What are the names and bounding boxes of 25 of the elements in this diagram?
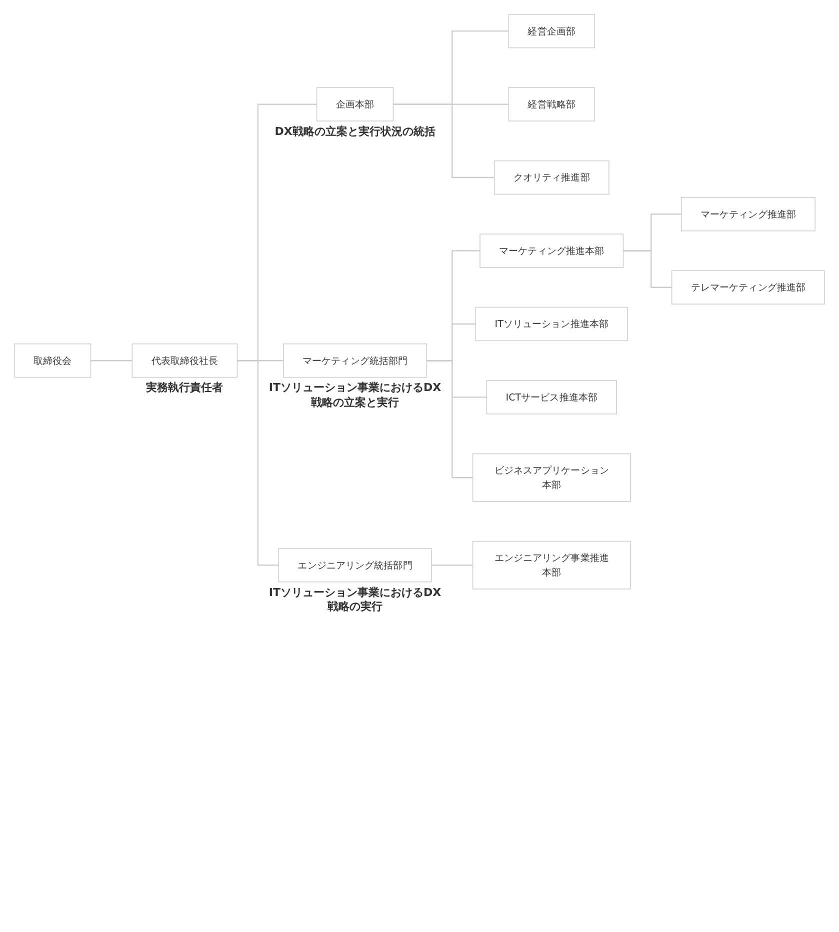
node-box: ITソリューション推進本部 [475,306,628,342]
node-box: 代表取締役社長 [132,343,238,378]
connector [426,360,473,478]
node-box: ビジネスアプリケーション本部 [472,453,631,502]
node-box: エンジニアリング統括部門 [278,548,432,582]
connector [237,360,279,566]
node-box: クオリティ推進部 [494,160,610,195]
node-box: 経営企画部 [508,14,595,48]
connector [90,360,132,362]
node-box: ICTサービス推進本部 [486,380,617,414]
connector [623,250,672,288]
node-box: テレマーケティング推進部 [671,270,826,304]
connector [393,104,494,178]
node-note: ITソリューション事業におけるDX戦略の立案と実行 [268,381,442,410]
node-box: マーケティング推進本部 [480,234,624,268]
node-box: マーケティング推進部 [680,197,816,232]
node-box: 経営戦略部 [508,87,595,122]
node-box: マーケティング統括部門 [283,343,428,378]
node-note: ITソリューション事業におけるDX戦略の実行 [268,586,442,614]
node-box: 取締役会 [14,343,92,378]
node-box: エンジニアリング事業推進本部 [472,540,631,590]
node-box: 企画本部 [316,87,394,122]
node-note: 実務執行責任者 [145,381,224,396]
node-note: DX戦略の立案と実行状況の統括 [274,125,436,140]
connector [431,564,473,566]
